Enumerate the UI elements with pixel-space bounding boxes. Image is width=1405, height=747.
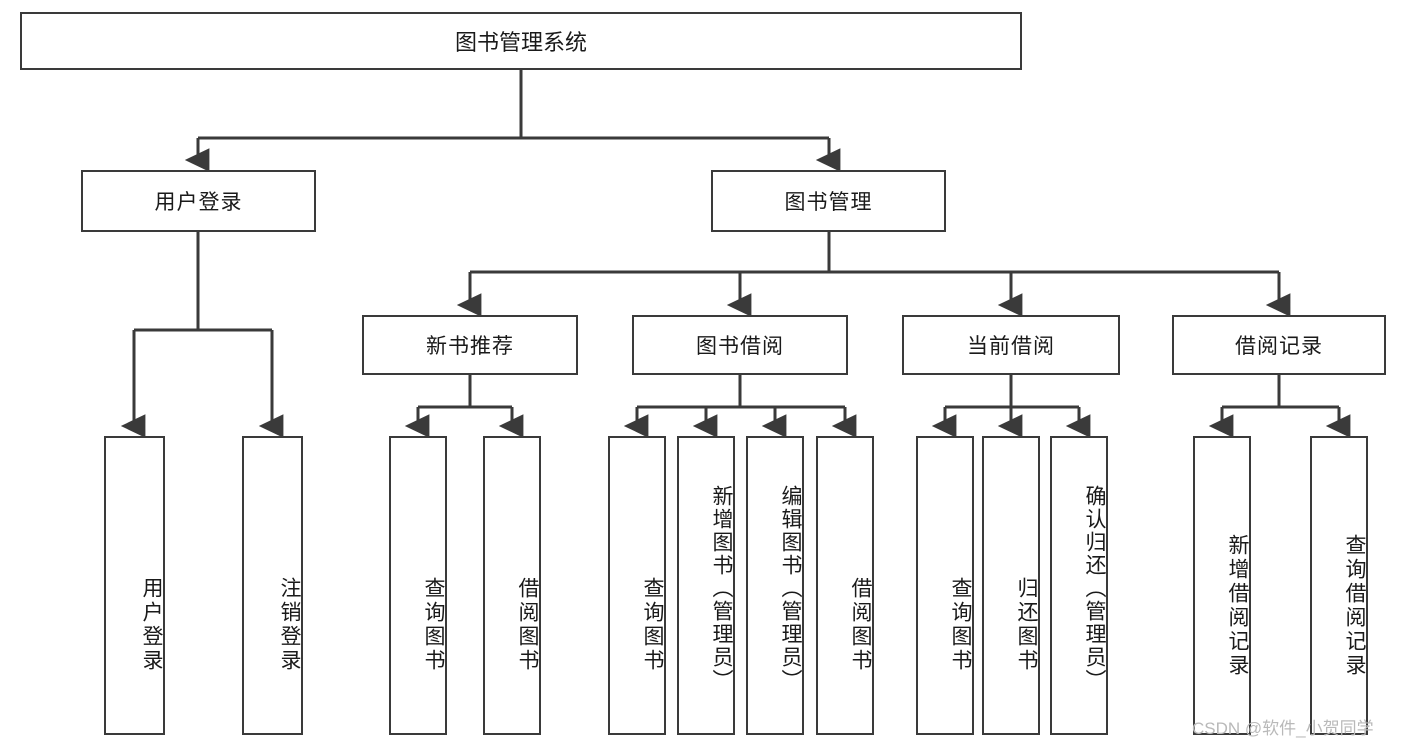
node-book-borrow[interactable]: 图书借阅 bbox=[632, 315, 848, 375]
node-label: 图书借阅 bbox=[696, 335, 784, 358]
leaf-record-query-record[interactable]: 查询借阅记录 bbox=[1310, 436, 1368, 735]
node-label: 编辑图书（管理员） bbox=[779, 485, 802, 692]
node-label: 图书管理 bbox=[784, 191, 873, 214]
node-label: 查询图书 bbox=[949, 576, 972, 673]
leaf-borrow-edit-book-admin[interactable]: 编辑图书（管理员） bbox=[746, 436, 804, 735]
node-label: 借阅记录 bbox=[1235, 335, 1323, 358]
leaf-current-return-book[interactable]: 归还图书 bbox=[982, 436, 1040, 735]
leaf-recommend-borrow-book[interactable]: 借阅图书 bbox=[483, 436, 541, 735]
node-label: 查询图书 bbox=[422, 576, 445, 673]
node-current-borrow[interactable]: 当前借阅 bbox=[902, 315, 1120, 375]
node-label: 借阅图书 bbox=[849, 576, 872, 673]
leaf-current-query-book[interactable]: 查询图书 bbox=[916, 436, 974, 735]
node-label: 确认归还（管理员） bbox=[1083, 485, 1106, 692]
node-label: 用户登录 bbox=[140, 576, 163, 673]
node-label: 新增图书（管理员） bbox=[710, 485, 733, 692]
leaf-user-login-login[interactable]: 用户登录 bbox=[104, 436, 165, 735]
node-label: 用户登录 bbox=[154, 191, 243, 214]
leaf-borrow-borrow-book[interactable]: 借阅图书 bbox=[816, 436, 874, 735]
leaf-user-login-logout[interactable]: 注销登录 bbox=[242, 436, 303, 735]
node-label: 注销登录 bbox=[278, 576, 301, 673]
node-label: 图书管理系统 bbox=[454, 30, 587, 55]
node-label: 查询图书 bbox=[641, 576, 664, 673]
node-label: 借阅图书 bbox=[516, 576, 539, 673]
node-label: 当前借阅 bbox=[967, 335, 1055, 358]
leaf-recommend-query-book[interactable]: 查询图书 bbox=[389, 436, 447, 735]
node-user-login[interactable]: 用户登录 bbox=[81, 170, 316, 232]
node-label: 新书推荐 bbox=[426, 335, 514, 358]
node-borrow-record[interactable]: 借阅记录 bbox=[1172, 315, 1386, 375]
node-new-book-recommend[interactable]: 新书推荐 bbox=[362, 315, 578, 375]
node-label: 归还图书 bbox=[1015, 576, 1038, 673]
node-label: 新增借阅记录 bbox=[1226, 533, 1249, 678]
leaf-record-add-record[interactable]: 新增借阅记录 bbox=[1193, 436, 1251, 735]
leaf-borrow-query-book[interactable]: 查询图书 bbox=[608, 436, 666, 735]
leaf-borrow-add-book-admin[interactable]: 新增图书（管理员） bbox=[677, 436, 735, 735]
leaf-current-confirm-return-admin[interactable]: 确认归还（管理员） bbox=[1050, 436, 1108, 735]
node-root[interactable]: 图书管理系统 bbox=[20, 12, 1022, 70]
watermark: CSDN @软件_小贺同学 bbox=[1192, 719, 1374, 738]
node-label: 查询借阅记录 bbox=[1343, 533, 1366, 678]
node-book-management[interactable]: 图书管理 bbox=[711, 170, 946, 232]
